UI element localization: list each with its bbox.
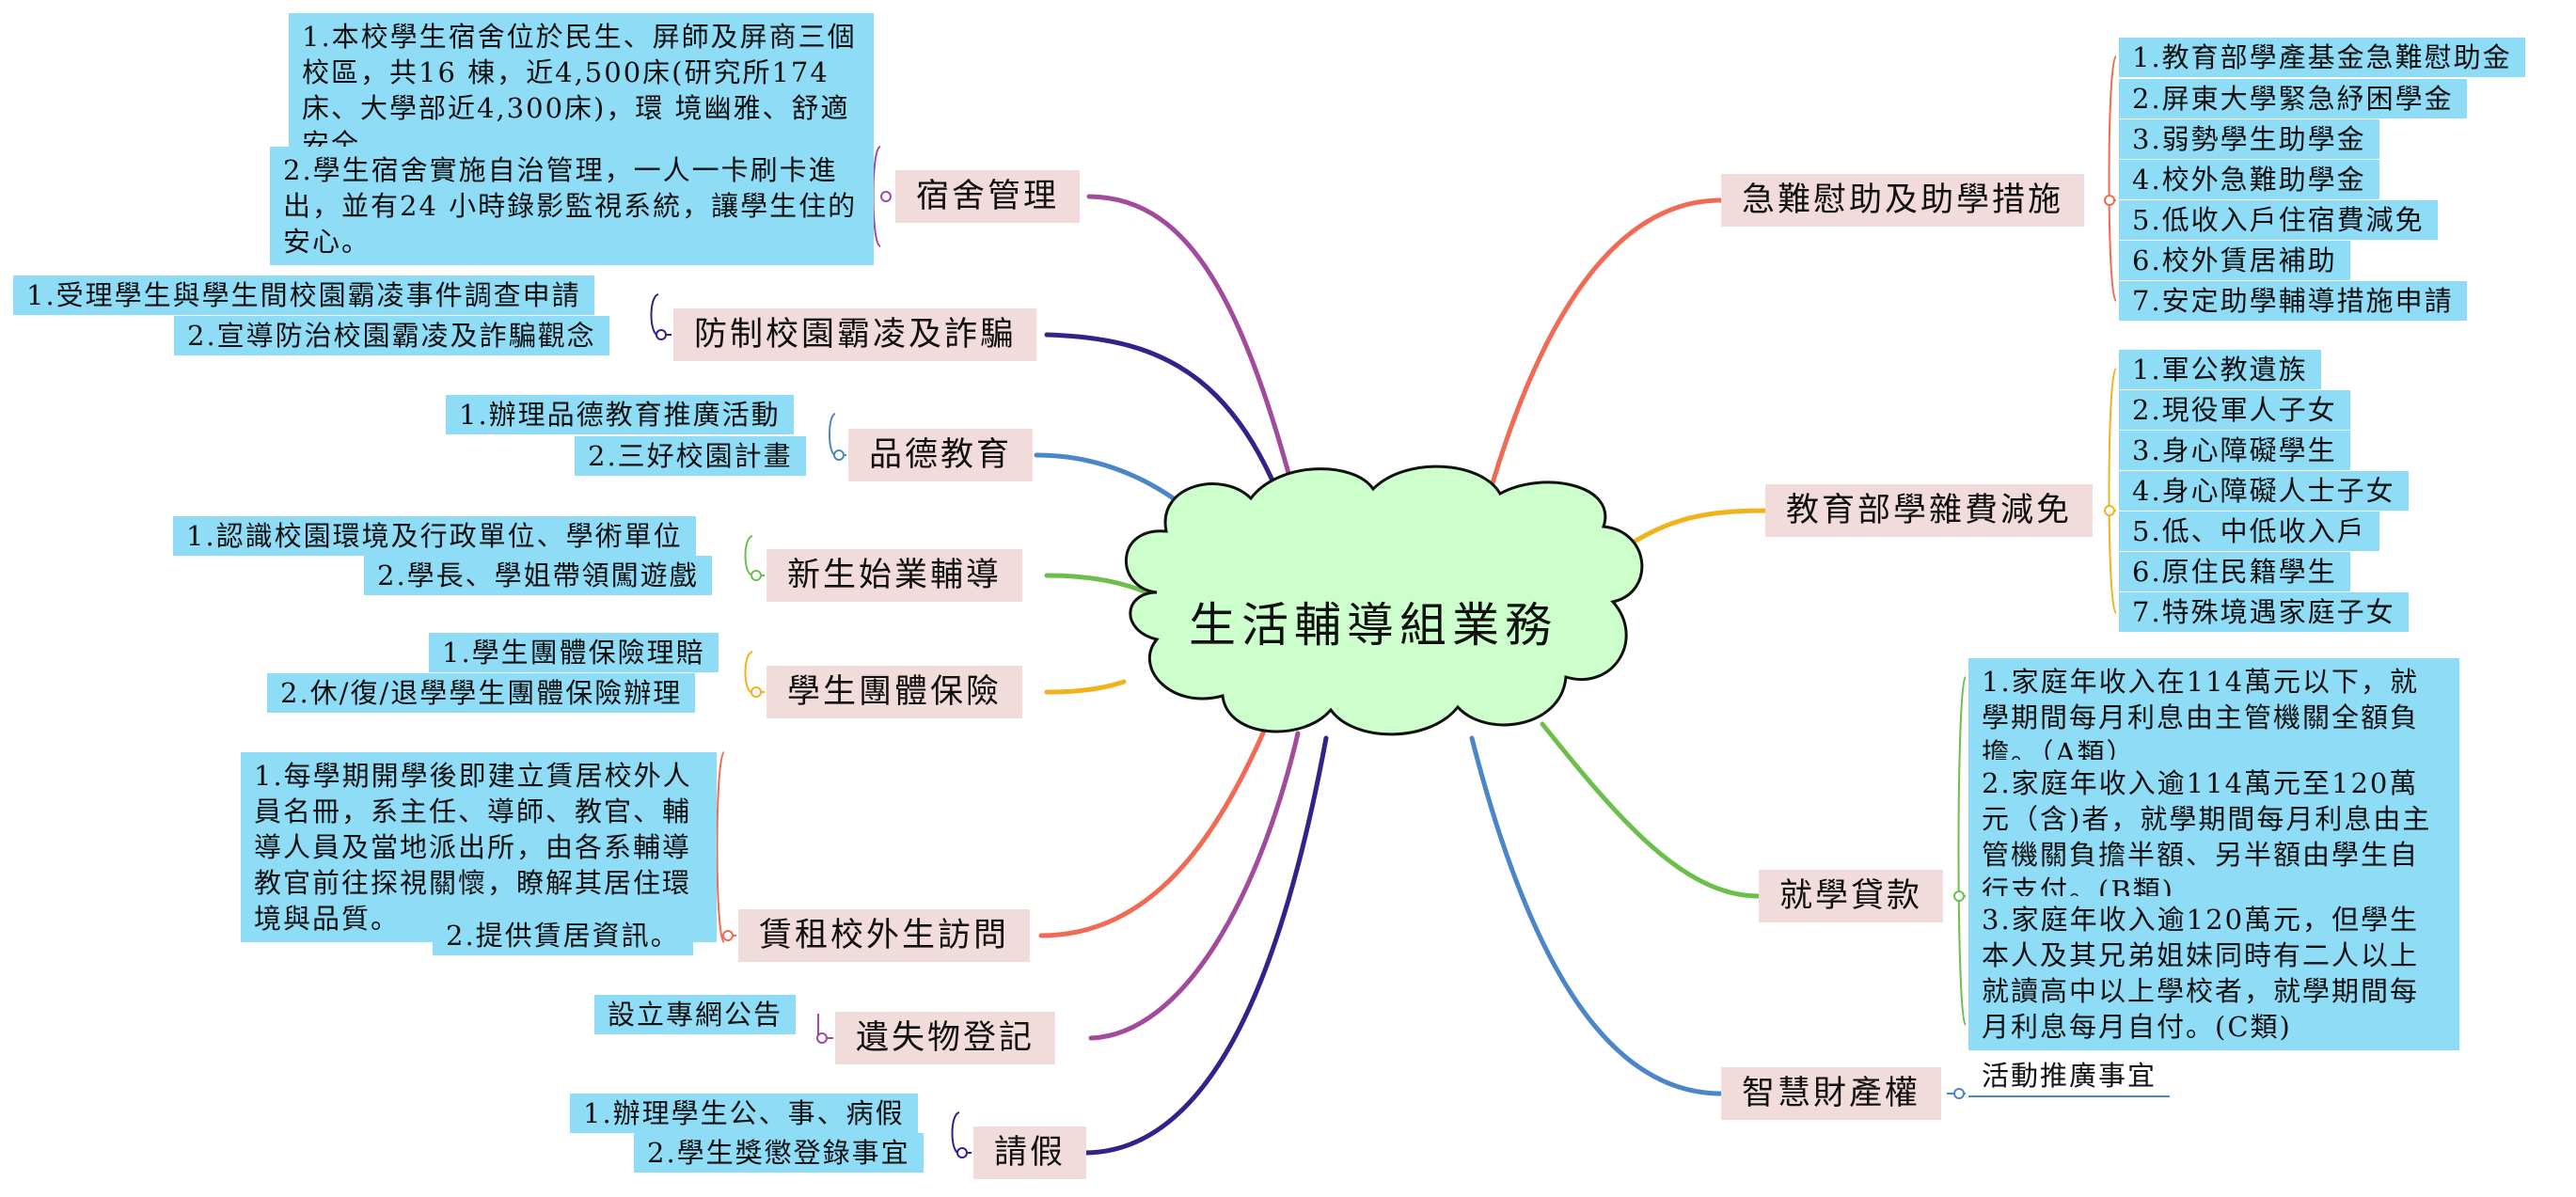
leaf-fee-2: 2.現役軍人子女 — [2119, 390, 2350, 430]
topic-moral-education[interactable]: 品德教育 — [848, 429, 1034, 481]
collapse-dot-lost[interactable] — [816, 1032, 828, 1044]
topic-freshman-orientation[interactable]: 新生始業輔導 — [766, 549, 1023, 602]
leaf-aid-2: 2.屏東大學緊急紓困學金 — [2119, 79, 2467, 118]
leaf-rental-2: 2.提供賃居資訊。 — [433, 916, 693, 955]
leaf-aid-7: 7.安定助學輔導措施申請 — [2119, 281, 2467, 321]
curve-lost — [1088, 731, 1301, 1041]
leaf-fee-1: 1.軍公教遺族 — [2119, 350, 2321, 389]
leaf-lost-1: 設立專網公告 — [594, 995, 797, 1034]
bracket-rental — [716, 751, 736, 943]
topic-dorm-management[interactable]: 宿舍管理 — [895, 170, 1081, 223]
leaf-loan-2: 2.家庭年收入逾114萬元至120萬元（含)者，就學期間每月利息由主管機關負擔半… — [1968, 760, 2459, 914]
collapse-dot-moral[interactable] — [833, 449, 845, 461]
leaf-rental-1: 1.每學期開學後即建立賃居校外人員名冊，系主任、導師、教官、輔導人員及當地派出所… — [241, 752, 717, 942]
curve-rental — [1038, 726, 1268, 938]
leaf-moral-1: 1.辦理品德教育推廣活動 — [446, 395, 794, 434]
topic-lost-and-found[interactable]: 遺失物登記 — [835, 1012, 1056, 1064]
leaf-fee-6: 6.原住民籍學生 — [2119, 552, 2350, 591]
topic-tuition-reduction[interactable]: 教育部學雜費減免 — [1765, 484, 2094, 537]
leaf-freshman-2: 2.學長、學姐帶領闖遊戲 — [364, 556, 712, 595]
leaf-loan-3: 3.家庭年收入逾120萬元，但學生本人及其兄弟姐妹同時有二人以上就讀高中以上學校… — [1968, 896, 2459, 1050]
leaf-fee-7: 7.特殊境遇家庭子女 — [2119, 592, 2409, 632]
topic-emergency-aid[interactable]: 急難慰助及助學措施 — [1721, 174, 2085, 227]
curve-aid — [1474, 197, 1724, 543]
leaf-bully-2: 2.宣導防治校園霸凌及詐騙觀念 — [174, 316, 609, 355]
leaf-fee-3: 3.身心障礙學生 — [2119, 431, 2350, 470]
bracket-fee — [2107, 368, 2117, 614]
leaf-aid-5: 5.低收入戶住宿費減免 — [2119, 200, 2438, 240]
leaf-leave-2: 2.學生獎懲登錄事宜 — [634, 1133, 924, 1173]
collapse-dot-fee[interactable] — [2104, 505, 2115, 516]
topic-anti-bullying[interactable]: 防制校園霸凌及詐騙 — [673, 308, 1037, 361]
leaf-insurance-1: 1.學生團體保險理賠 — [429, 633, 719, 672]
bracket-loan — [1956, 676, 1967, 1026]
curve-loan — [1540, 721, 1762, 899]
collapse-dot-freshman[interactable] — [751, 570, 762, 581]
leaf-aid-1: 1.教育部學產基金急難慰助金 — [2119, 38, 2525, 77]
central-topic-title: 生活輔導組業務 — [1189, 598, 1557, 653]
topic-intellectual-property[interactable]: 智慧財產權 — [1721, 1067, 1942, 1120]
leaf-fee-5: 5.低、中低收入戶 — [2119, 512, 2379, 551]
curve-dorm — [1086, 194, 1315, 567]
central-cloud: 生活輔導組業務 — [1124, 465, 1644, 736]
topic-group-insurance[interactable]: 學生團體保險 — [766, 666, 1023, 718]
collapse-dot-ip[interactable] — [1953, 1088, 1965, 1099]
leaf-bully-1: 1.受理學生與學生間校園霸凌事件調查申請 — [13, 276, 594, 315]
leaf-leave-1: 1.辦理學生公、事、病假 — [570, 1094, 918, 1133]
collapse-dot-dorm[interactable] — [880, 191, 892, 202]
collapse-dot-bully[interactable] — [656, 329, 667, 340]
leaf-dorm-2: 2.學生宿舍實施自治管理，一人一卡刷卡進出，並有24 小時錄影監視系統，讓學生住… — [270, 147, 874, 265]
curve-leave — [1082, 735, 1329, 1156]
curve-insurance — [1044, 679, 1127, 695]
leaf-aid-6: 6.校外賃居補助 — [2119, 241, 2350, 280]
bracket-moral — [829, 413, 846, 456]
leaf-dorm-1: 1.本校學生宿舍位於民生、屏師及屏商三個校區，共16 棟，近4,500床(研究所… — [289, 13, 874, 167]
leaf-freshman-1: 1.認識校園環境及行政單位、學術單位 — [173, 516, 696, 556]
curve-ip — [1469, 735, 1724, 1096]
bracket-aid — [2107, 55, 2117, 302]
leaf-moral-2: 2.三好校園計畫 — [575, 436, 806, 476]
leaf-aid-4: 4.校外急難助學金 — [2119, 160, 2379, 199]
leaf-fee-4: 4.身心障礙人士子女 — [2119, 471, 2409, 511]
leaf-aid-3: 3.弱勢學生助學金 — [2119, 119, 2379, 159]
collapse-dot-leave[interactable] — [956, 1147, 968, 1158]
topic-student-loan[interactable]: 就學貸款 — [1759, 870, 1944, 922]
collapse-dot-aid[interactable] — [2104, 195, 2115, 206]
leaf-ip-1: 活動推廣事宜 — [1968, 1056, 2171, 1097]
leaf-insurance-2: 2.休/復/退學學生團體保險辦理 — [267, 673, 696, 713]
bracket-freshman — [744, 535, 765, 576]
collapse-dot-insurance[interactable] — [751, 686, 762, 698]
collapse-dot-rental[interactable] — [722, 930, 734, 941]
collapse-dot-loan[interactable] — [1953, 890, 1965, 902]
topic-rental-visits[interactable]: 賃租校外生訪問 — [738, 909, 1031, 962]
topic-leave[interactable]: 請假 — [973, 1126, 1087, 1179]
